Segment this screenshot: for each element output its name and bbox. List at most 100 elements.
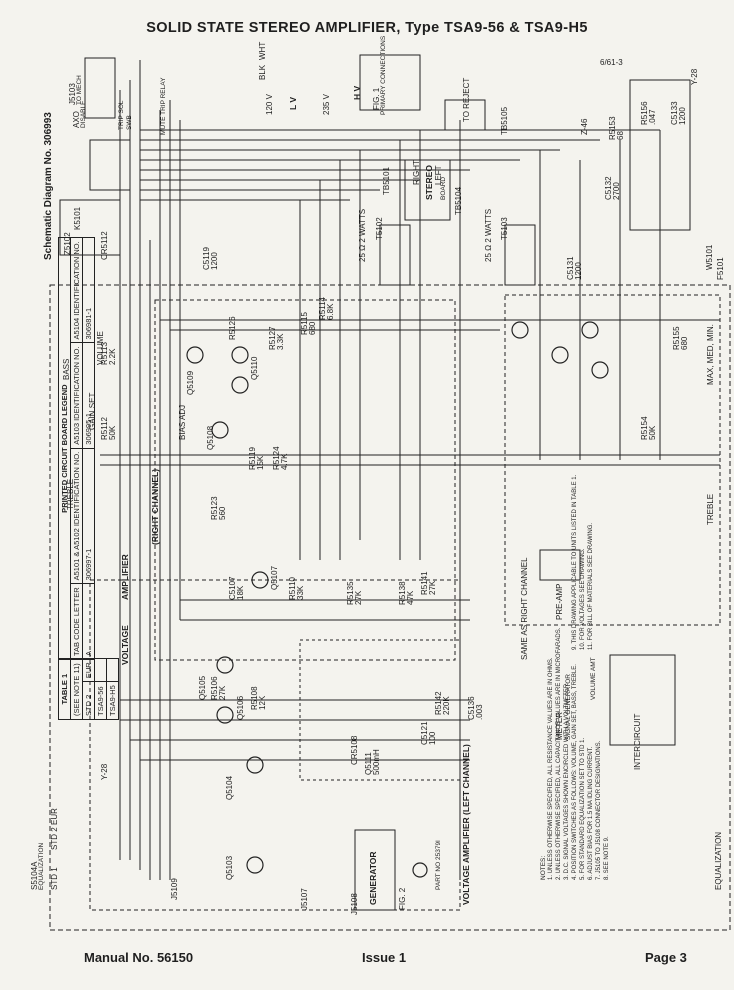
component-label: Q5105: [198, 675, 207, 700]
note-line: 10. FOR VOLTAGES SEE DRAWING.: [580, 548, 586, 650]
notes-heading: NOTES:: [540, 855, 547, 880]
relay-block: [84, 57, 116, 119]
component-label: J5109: [170, 878, 179, 900]
note-line: 11. FOR BILL OF MATERIALS SEE DRAWING.: [588, 522, 594, 650]
component-value: 220K: [442, 696, 451, 715]
t5102-box: [379, 224, 411, 286]
page-corner-code: 6/61-3: [600, 58, 623, 67]
page-title: SOLID STATE STEREO AMPLIFIER, Type TSA9-…: [146, 20, 588, 36]
sw-position-eur: EUR: [50, 808, 59, 825]
amplifier-label: AMPLIFIER: [120, 554, 130, 600]
pcb-legend-cell: 306981-1: [82, 237, 95, 343]
component-value: 1200: [678, 107, 687, 125]
pcb-legend-head: A5101 & A5102 IDENTIFICATION NO.: [70, 448, 83, 584]
component-value: 50K: [108, 425, 117, 440]
pcb-legend-cell: 306997-1: [82, 448, 95, 584]
tb5104-label: TB5104: [454, 186, 463, 215]
stereo-label: STEREO: [424, 165, 434, 200]
component-label: Q5108: [206, 425, 215, 450]
watts-left-label: 25 Ω 2 WATTS: [358, 208, 367, 262]
transistor-symbol: [251, 571, 269, 589]
component-value: 4.7K: [280, 453, 289, 470]
z5102-block: [59, 199, 121, 256]
transistor-symbol: [231, 376, 249, 394]
page-number: Page 3: [645, 950, 687, 965]
component-value: 27K: [354, 590, 363, 605]
table1-cell: STD 2: [82, 681, 95, 720]
component-value: .047: [648, 109, 657, 125]
gain-set-label: GAIN SET: [88, 392, 97, 430]
mute-trip-relay-label: MUTE TRIP RELAY: [160, 77, 167, 135]
table1-cell: TSA9-H5: [106, 681, 119, 720]
z46-label: Z-46: [580, 118, 589, 135]
component-value: 6.8K: [326, 303, 335, 320]
table1-title: TABLE 1: [58, 658, 71, 720]
transistor-symbol: [246, 856, 264, 874]
switch-block: [89, 139, 131, 191]
component-value: 15K: [256, 455, 265, 470]
component-value: 100: [428, 731, 437, 745]
v120-label: 120 V: [265, 94, 274, 115]
note-line: 5. FOR STANDARD EQUALIZATION SET TO STD …: [580, 737, 586, 880]
transistor-symbol: [551, 346, 569, 364]
c5119-value: 1200: [210, 252, 219, 270]
left-channel-board: [89, 579, 461, 911]
right-channel-board: [154, 299, 456, 661]
wht-label: WHT: [258, 41, 267, 60]
fig1-sub: PRIMARY CONNECTIONS: [380, 35, 387, 115]
watts-right-label: 25 Ω 2 WATTS: [484, 208, 493, 262]
fuse-label: F5101: [716, 257, 725, 280]
t5103-box: [504, 224, 536, 286]
transistor-symbol: [211, 421, 229, 439]
transistor-symbol: [591, 361, 609, 379]
table1-cell: [106, 658, 119, 682]
pcb-legend-head: TAB CODE LETTER: [70, 583, 83, 660]
transistor-symbol: [186, 346, 204, 364]
stereo-board: [404, 159, 451, 221]
voltage-label: VOLTAGE: [120, 625, 130, 665]
fig2-label: FIG. 2: [398, 887, 407, 910]
sw-position-std1: STD 1: [50, 867, 59, 890]
generator-box: [354, 829, 396, 911]
component-value: 12K: [258, 695, 267, 710]
generator-label: GENERATOR: [368, 851, 378, 905]
note-line: 8. SEE NOTE 9.: [604, 836, 610, 880]
meter-label: METER: [555, 712, 564, 740]
signal-gen-label: SIGNAL GENERATOR: [565, 674, 572, 740]
component-value: 500mH: [372, 749, 381, 775]
manual-number: Manual No. 56150: [84, 950, 194, 965]
preamp-label: PRE-AMP: [555, 583, 564, 620]
component-value: 3.3K: [276, 333, 285, 350]
swb-label: SWB: [126, 115, 133, 130]
component-value: 560: [218, 506, 227, 520]
component-label: Q5110: [250, 356, 259, 380]
note-line: 1. UNLESS OTHERWISE SPECIFIED, ALL RESIS…: [548, 657, 554, 880]
power-supply-box: [629, 79, 691, 231]
component-label: R5126: [228, 316, 237, 340]
part-no-label: PART NO 25379I: [435, 840, 442, 890]
max-med-min-label: MAX, MED, MIN.: [706, 324, 715, 385]
reject-block: [444, 99, 486, 131]
transistor-symbol: [231, 346, 249, 364]
component-value: 50K: [648, 425, 657, 440]
tb5101-label: TB5101: [382, 166, 391, 195]
t5103-label: T5103: [500, 217, 509, 240]
note-line: 7. J5105 TO J5108 CONNECTOR DESIGNATIONS…: [596, 740, 602, 880]
k5101-label: K5101: [73, 206, 82, 230]
component-label: J5107: [300, 888, 309, 910]
cr5112-label: CR5112: [100, 231, 109, 260]
same-as-right-label: SAME AS RIGHT CHANNEL: [520, 557, 529, 660]
a5103-board: [609, 654, 676, 746]
bias-adj-label: BIAS ADJ: [178, 404, 187, 440]
component-value: 27K: [218, 685, 227, 700]
bass-label: BASS: [62, 358, 71, 380]
component-value: 33K: [296, 585, 305, 600]
component-value: 2.2K: [108, 348, 117, 365]
volume-amt-label: VOLUME AMT: [590, 657, 597, 700]
y28-label: Y-28: [690, 68, 699, 85]
lv-label: L V: [288, 96, 298, 110]
pcb-legend-head: A5104 IDENTIFICATION NO.: [70, 237, 83, 343]
t5102-label: T5102: [375, 217, 384, 240]
pcb-outline: [49, 284, 731, 931]
